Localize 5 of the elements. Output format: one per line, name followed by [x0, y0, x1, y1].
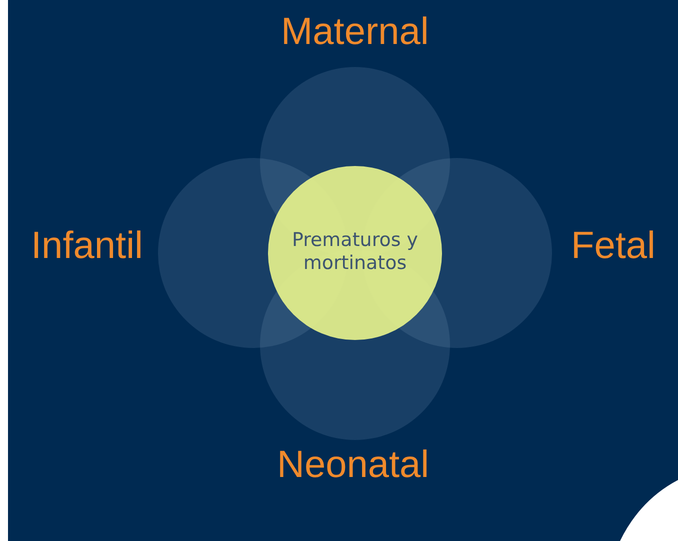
category-label: Fetal [571, 224, 656, 268]
category-label: Neonatal [277, 443, 430, 487]
circle-label: Prematuros y mortinatos [290, 229, 420, 275]
category-label: Infantil [31, 224, 143, 268]
category-label: Maternal [281, 10, 429, 54]
